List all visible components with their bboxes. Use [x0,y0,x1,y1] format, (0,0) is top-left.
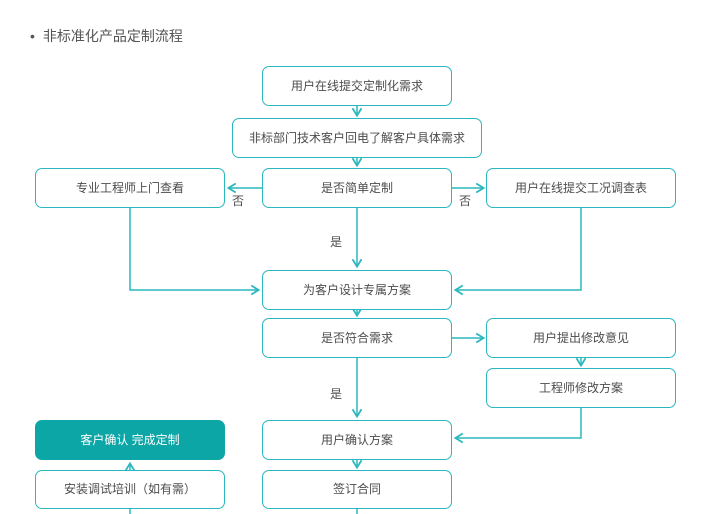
edge-survey-to-design [453,208,582,296]
flow-node-sign-contract: 签订合同 [262,470,452,509]
flow-node-meets-needs-decision: 是否符合需求 [262,318,452,358]
edge-label-yes-bottom: 是 [329,387,342,401]
flow-node-survey-form: 用户在线提交工况调查表 [486,168,676,208]
flow-node-submit-request: 用户在线提交定制化需求 [262,66,452,106]
flow-node-revise-plan: 工程师修改方案 [486,368,676,408]
flow-node-feedback: 用户提出修改意见 [486,318,676,358]
flow-node-callback: 非标部门技术客户回电了解客户具体需求 [232,118,482,158]
bullet-icon: • [30,28,35,44]
flow-node-simple-custom-decision: 是否简单定制 [262,168,452,208]
edge-label-yes-top: 是 [329,235,342,249]
edge-revise-to-confirm [453,408,582,444]
flow-node-complete: 客户确认 完成定制 [35,420,225,460]
flow-node-install-training: 安装调试培训（如有需） [35,470,225,509]
page-title-text: 非标准化产品定制流程 [42,28,183,44]
flow-node-design-plan: 为客户设计专属方案 [262,270,452,310]
edge-label-no-right: 否 [458,194,471,208]
flow-node-engineer-visit: 专业工程师上门查看 [35,168,225,208]
edge-label-no-left: 否 [231,194,244,208]
flow-node-confirm-plan: 用户确认方案 [262,420,452,460]
edge-engineer-visit-to-design [129,208,261,296]
page-title: • 非标准化产品定制流程 [30,26,183,46]
